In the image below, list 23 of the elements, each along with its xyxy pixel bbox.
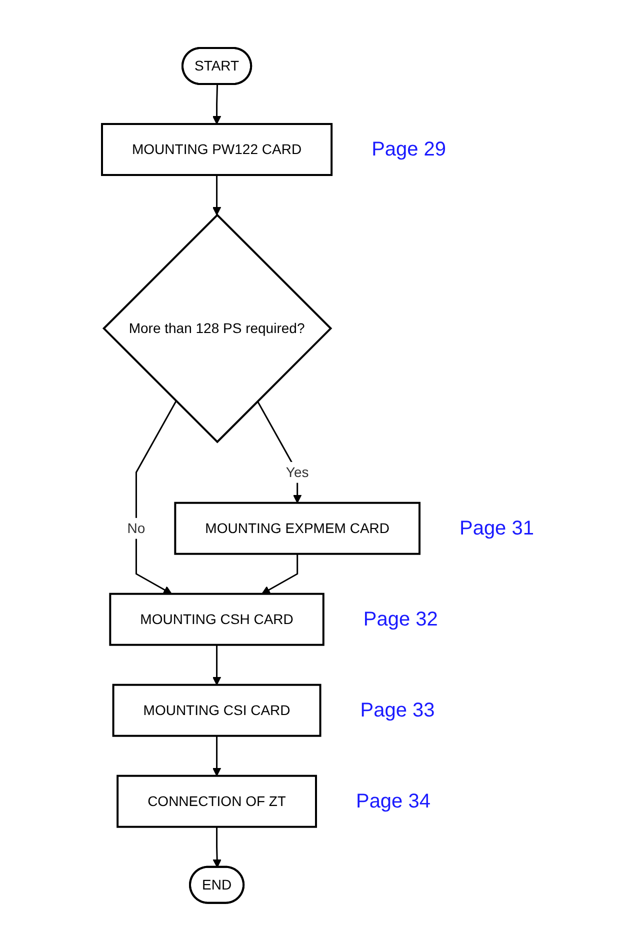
page-reference: Page 32 [363, 608, 438, 630]
arrow [212, 84, 222, 124]
process-box: MOUNTING EXPMEM CARD [174, 501, 420, 554]
arrow [212, 735, 222, 776]
process-box: CONNECTION OF ZT [116, 774, 317, 828]
terminal-box: END [189, 865, 245, 904]
arrow [212, 644, 222, 685]
arrow [262, 553, 298, 594]
process-box: MOUNTING PW122 CARD [101, 122, 333, 176]
page-reference: Page 34 [356, 790, 430, 812]
arrow [212, 826, 222, 868]
arrow [135, 400, 177, 594]
process-box: MOUNTING CSH CARD [109, 592, 324, 646]
edge-label: Yes [286, 461, 309, 482]
arrow [256, 400, 302, 503]
decision-diamond: More than 128 PS required? [102, 213, 332, 443]
page-reference: Page 29 [372, 138, 446, 160]
page-reference: Page 31 [460, 516, 534, 539]
terminal-box: START [182, 46, 252, 85]
page-reference: Page 33 [360, 698, 435, 721]
arrow [212, 174, 222, 215]
edge-label: No [127, 517, 146, 538]
process-box: MOUNTING CSI CARD [112, 683, 322, 736]
